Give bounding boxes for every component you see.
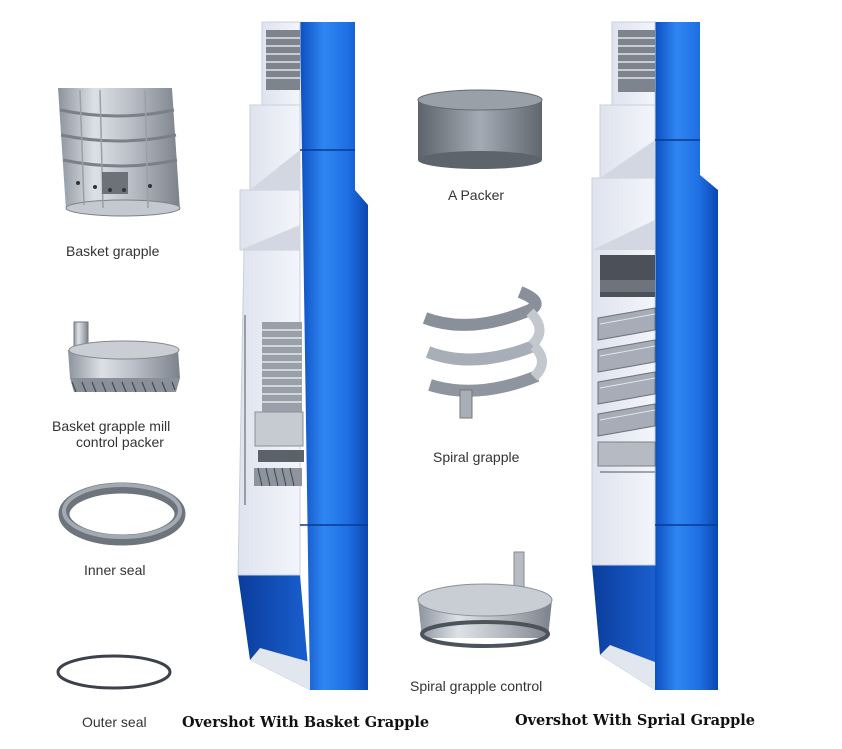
label-a-packer: A Packer bbox=[448, 187, 505, 203]
outer-seal-part bbox=[56, 654, 172, 690]
a-packer-part bbox=[417, 89, 543, 169]
inner-seal-part bbox=[58, 482, 186, 546]
label-basket-grapple: Basket grapple bbox=[66, 243, 160, 259]
spiral-overshot-tool bbox=[591, 21, 718, 690]
caption-spiral-overshot: Overshot With Sprial Grapple bbox=[515, 712, 756, 729]
label-spiral-grapple: Spiral grapple bbox=[433, 449, 520, 465]
label-inner-seal: Inner seal bbox=[84, 562, 146, 578]
spiral-grapple-control-part bbox=[417, 551, 553, 648]
label-mill-control-packer-line2: control packer bbox=[76, 434, 164, 450]
spiral-grapple-part bbox=[422, 286, 547, 419]
label-spiral-grapple-control: Spiral grapple control bbox=[410, 678, 543, 694]
label-mill-control-packer-line1: Basket grapple mill bbox=[52, 418, 171, 434]
basket-overshot-tool bbox=[237, 21, 368, 690]
mill-control-packer-part bbox=[68, 321, 180, 393]
caption-basket-overshot: Overshot With Basket Grapple bbox=[182, 714, 430, 731]
label-outer-seal: Outer seal bbox=[82, 714, 147, 730]
basket-grapple-part bbox=[58, 88, 181, 217]
